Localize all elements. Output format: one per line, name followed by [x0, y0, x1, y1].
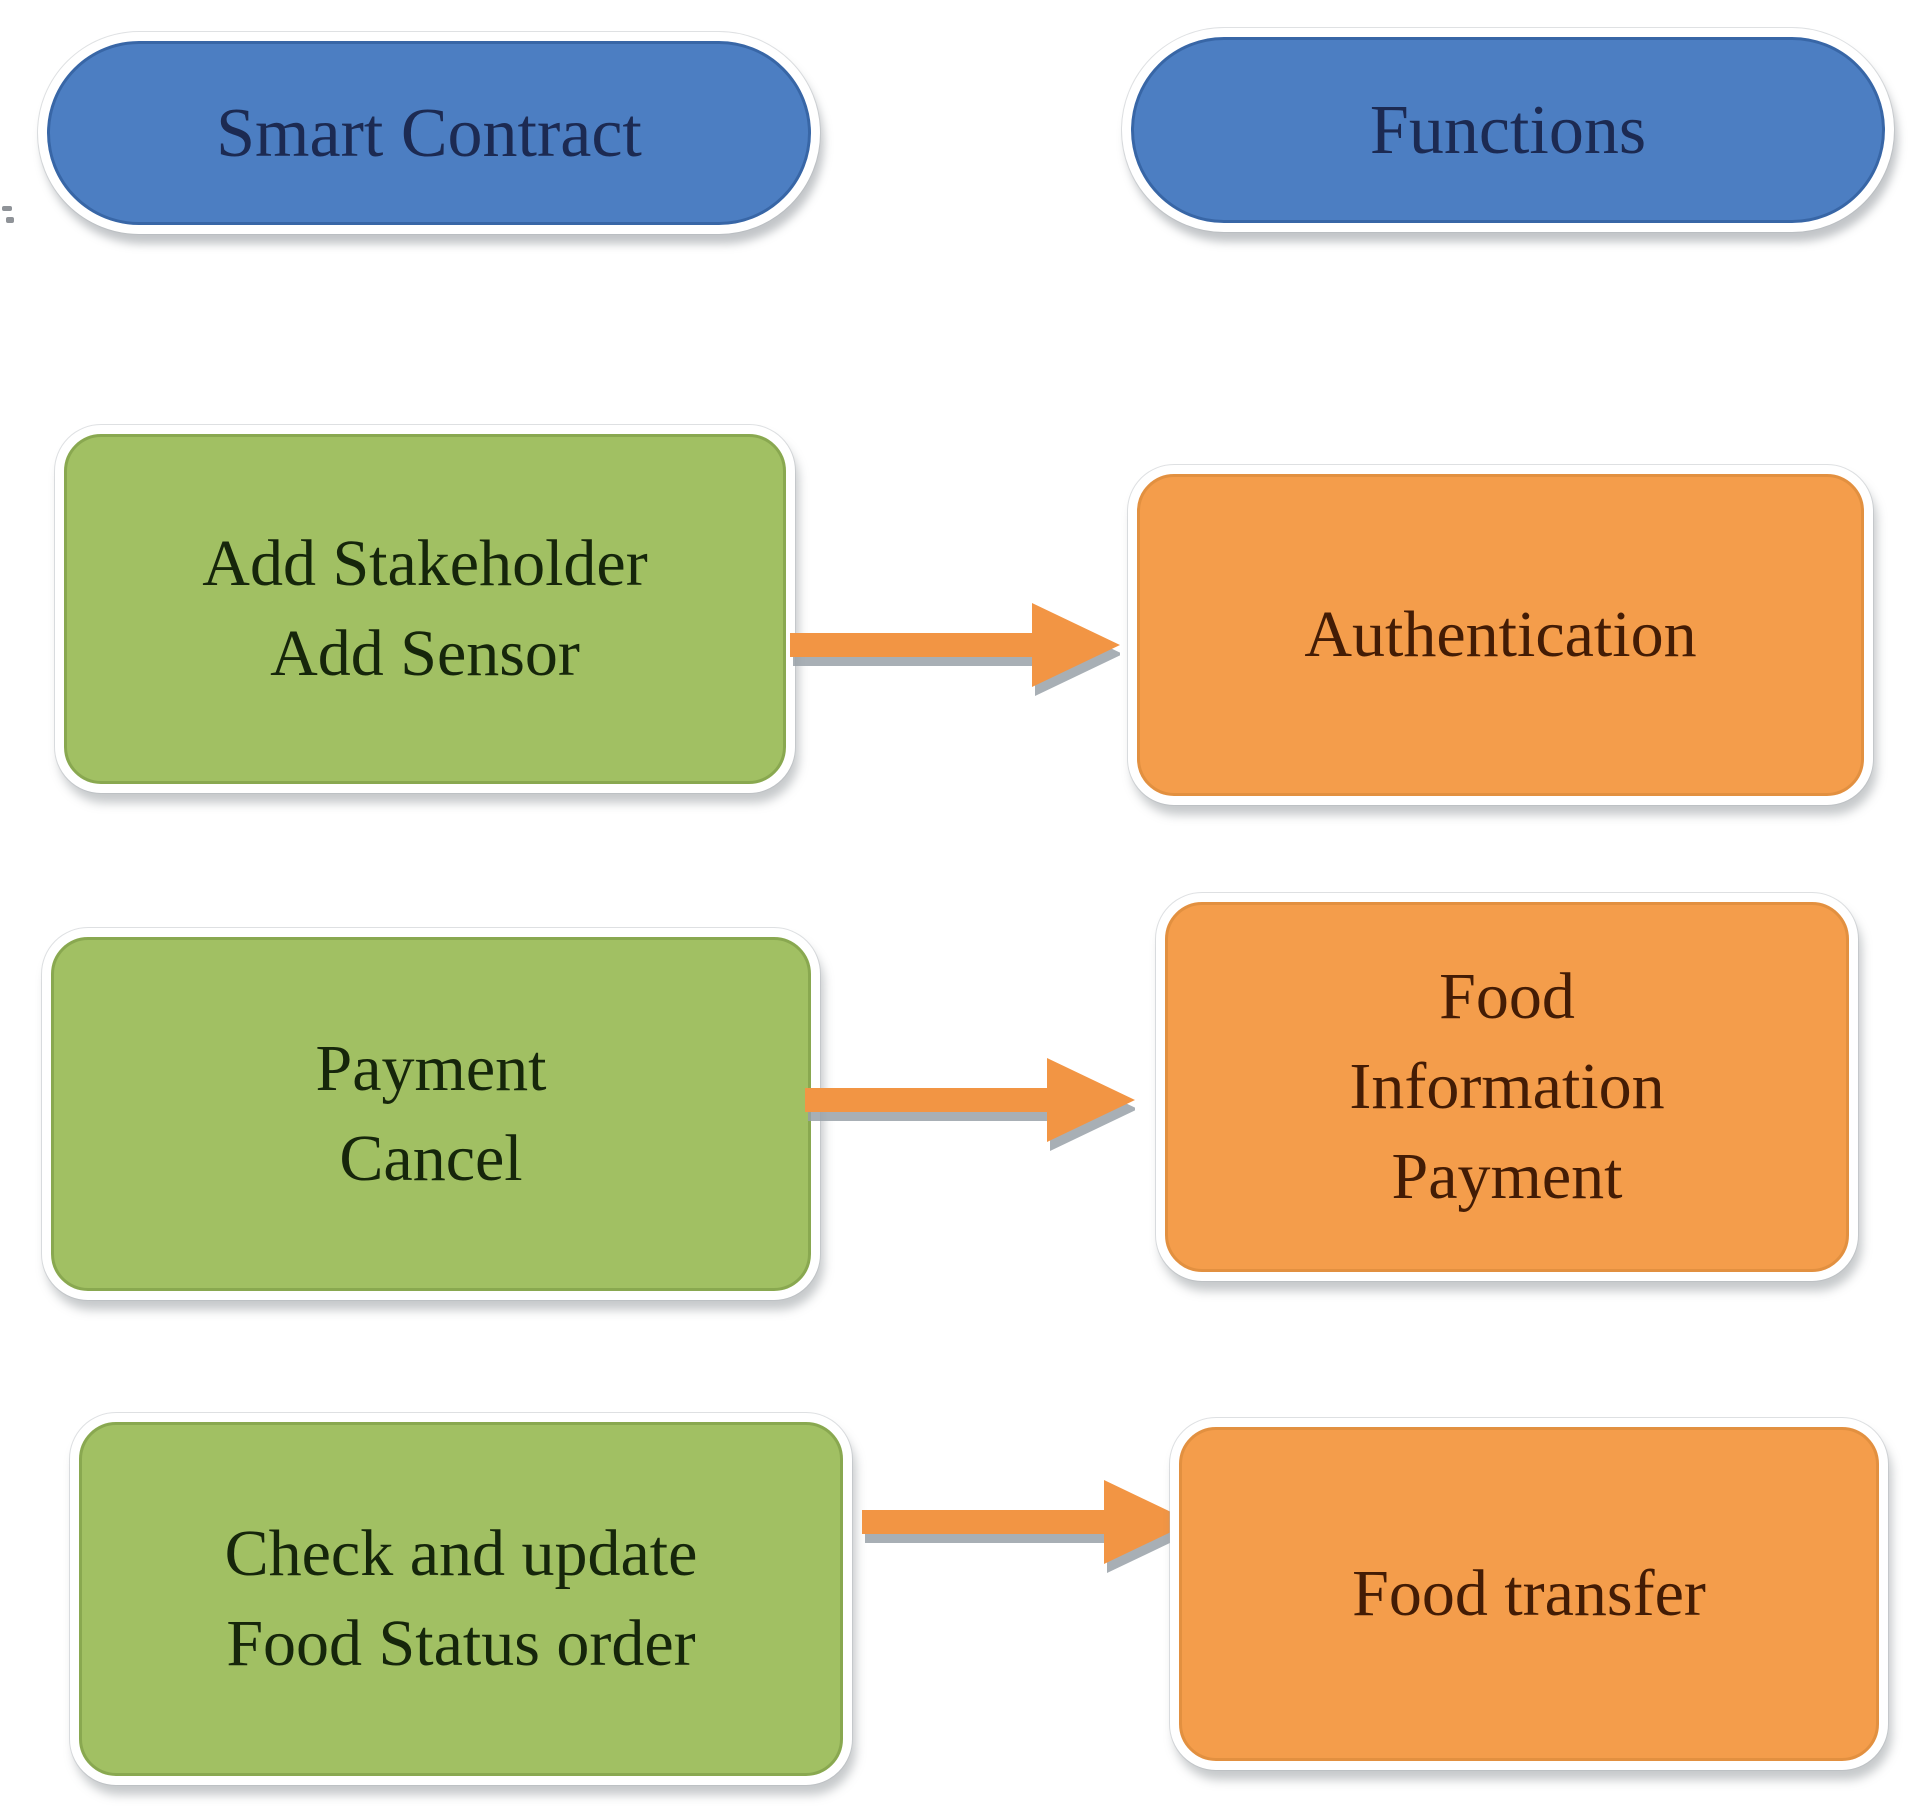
target-box-food-transfer: Food transfer: [1170, 1418, 1888, 1770]
target-box-food-information-payment: Food Information Payment: [1156, 893, 1858, 1281]
box-text-line: Food: [1439, 960, 1575, 1034]
header-functions: Functions: [1122, 28, 1894, 232]
box-text-line: Food transfer: [1352, 1557, 1706, 1631]
header-functions-label: Functions: [1369, 91, 1647, 169]
box-text-line: Information: [1349, 1050, 1665, 1124]
header-smart-contract-label: Smart Contract: [216, 94, 642, 172]
box-text-line: Cancel: [339, 1122, 523, 1195]
box-text-line: Payment: [1391, 1139, 1623, 1213]
box-text-line: Add Sensor: [270, 617, 580, 690]
flow-arrow-2: [805, 1058, 1135, 1151]
target-box-authentication: Authentication: [1128, 465, 1873, 805]
flow-arrow-3: [862, 1480, 1192, 1573]
source-box-payment-cancel: Payment Cancel: [42, 928, 820, 1300]
scan-artifact: [2, 206, 12, 211]
source-box-add-stakeholder: Add Stakeholder Add Sensor: [55, 425, 795, 793]
scan-artifact: [6, 217, 14, 223]
header-smart-contract: Smart Contract: [38, 32, 820, 234]
box-text-line: Add Stakeholder: [202, 527, 648, 601]
box-text-line: Payment: [315, 1032, 547, 1106]
flow-arrow-1: [790, 603, 1120, 696]
box-text-line: Food Status order: [226, 1607, 696, 1680]
box-text-line: Authentication: [1304, 598, 1697, 672]
source-box-check-update-food-status: Check and update Food Status order: [70, 1413, 852, 1785]
box-text-line: Check and update: [224, 1517, 698, 1591]
